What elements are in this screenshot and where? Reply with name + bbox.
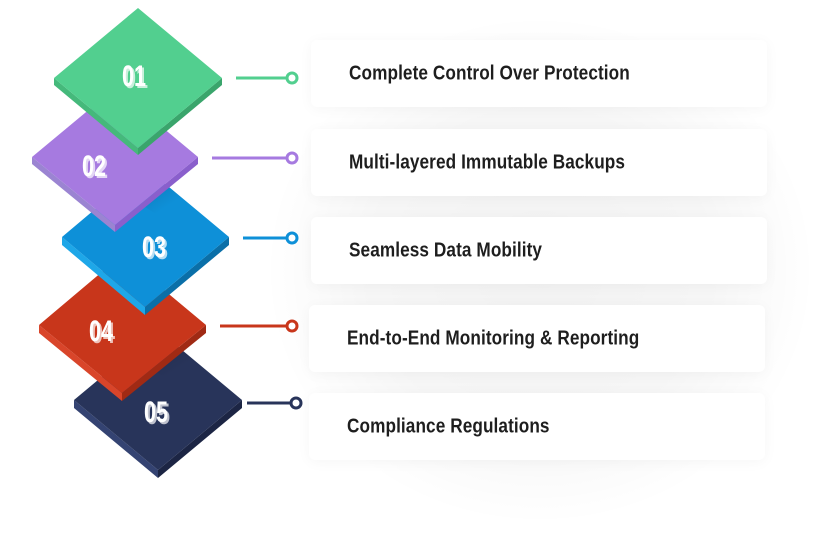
step-card-05-label: Compliance Regulations bbox=[347, 415, 550, 437]
layer-04-right-side bbox=[122, 325, 206, 401]
connector-05-node-icon bbox=[289, 396, 303, 410]
layer-01-number: 01 bbox=[122, 58, 146, 92]
layer-05-number: 05 bbox=[144, 394, 168, 428]
step-card-02: Multi-layered Immutable Backups bbox=[311, 129, 767, 196]
connector-05 bbox=[247, 396, 303, 410]
layer-01-left-side bbox=[54, 78, 138, 155]
layer-01: 01 01 bbox=[54, 8, 222, 155]
layer-04: 04 04 bbox=[39, 255, 206, 401]
layer-03-number-shadow: 03 bbox=[144, 231, 168, 265]
connector-02-node-icon bbox=[285, 151, 299, 165]
layer-02-number-shadow: 02 bbox=[84, 150, 108, 184]
connector-04 bbox=[220, 319, 299, 333]
layer-01-top bbox=[54, 8, 222, 148]
step-card-04-label: End-to-End Monitoring & Reporting bbox=[347, 327, 640, 349]
layer-03-left-side bbox=[62, 237, 145, 315]
connector-02 bbox=[212, 151, 299, 165]
layer-04-number: 04 bbox=[89, 313, 113, 347]
step-card-01: Complete Control Over Protection bbox=[311, 40, 767, 107]
step-card-01-label: Complete Control Over Protection bbox=[349, 62, 630, 84]
layer-01-right-side bbox=[138, 78, 222, 155]
layer-05-right-side bbox=[158, 400, 242, 478]
connector-03-node-icon bbox=[285, 231, 299, 245]
layer-05-number-shadow: 05 bbox=[146, 396, 170, 430]
step-card-03-label: Seamless Data Mobility bbox=[349, 239, 543, 261]
connector-01-node-icon bbox=[285, 71, 299, 85]
layer-02-right-side bbox=[115, 157, 198, 232]
step-card-05: Compliance Regulations bbox=[309, 393, 765, 460]
layer-02-top bbox=[32, 88, 198, 225]
layer-03-right-side bbox=[145, 237, 229, 315]
layer-04-top bbox=[39, 255, 206, 393]
layer-03-number: 03 bbox=[142, 229, 166, 263]
layer-01-number-shadow: 01 bbox=[124, 60, 148, 94]
layer-05-left-side bbox=[74, 400, 158, 478]
step-card-04: End-to-End Monitoring & Reporting bbox=[309, 305, 765, 372]
layer-02-left-side bbox=[32, 157, 115, 232]
layer-02-number: 02 bbox=[82, 148, 106, 182]
step-card-02-label: Multi-layered Immutable Backups bbox=[349, 151, 626, 173]
layer-04-number-shadow: 04 bbox=[91, 315, 115, 349]
connector-04-node-icon bbox=[285, 319, 299, 333]
step-card-03: Seamless Data Mobility bbox=[311, 217, 767, 284]
layer-04-left-side bbox=[39, 325, 122, 401]
connector-03 bbox=[243, 231, 299, 245]
connector-01 bbox=[236, 71, 299, 85]
